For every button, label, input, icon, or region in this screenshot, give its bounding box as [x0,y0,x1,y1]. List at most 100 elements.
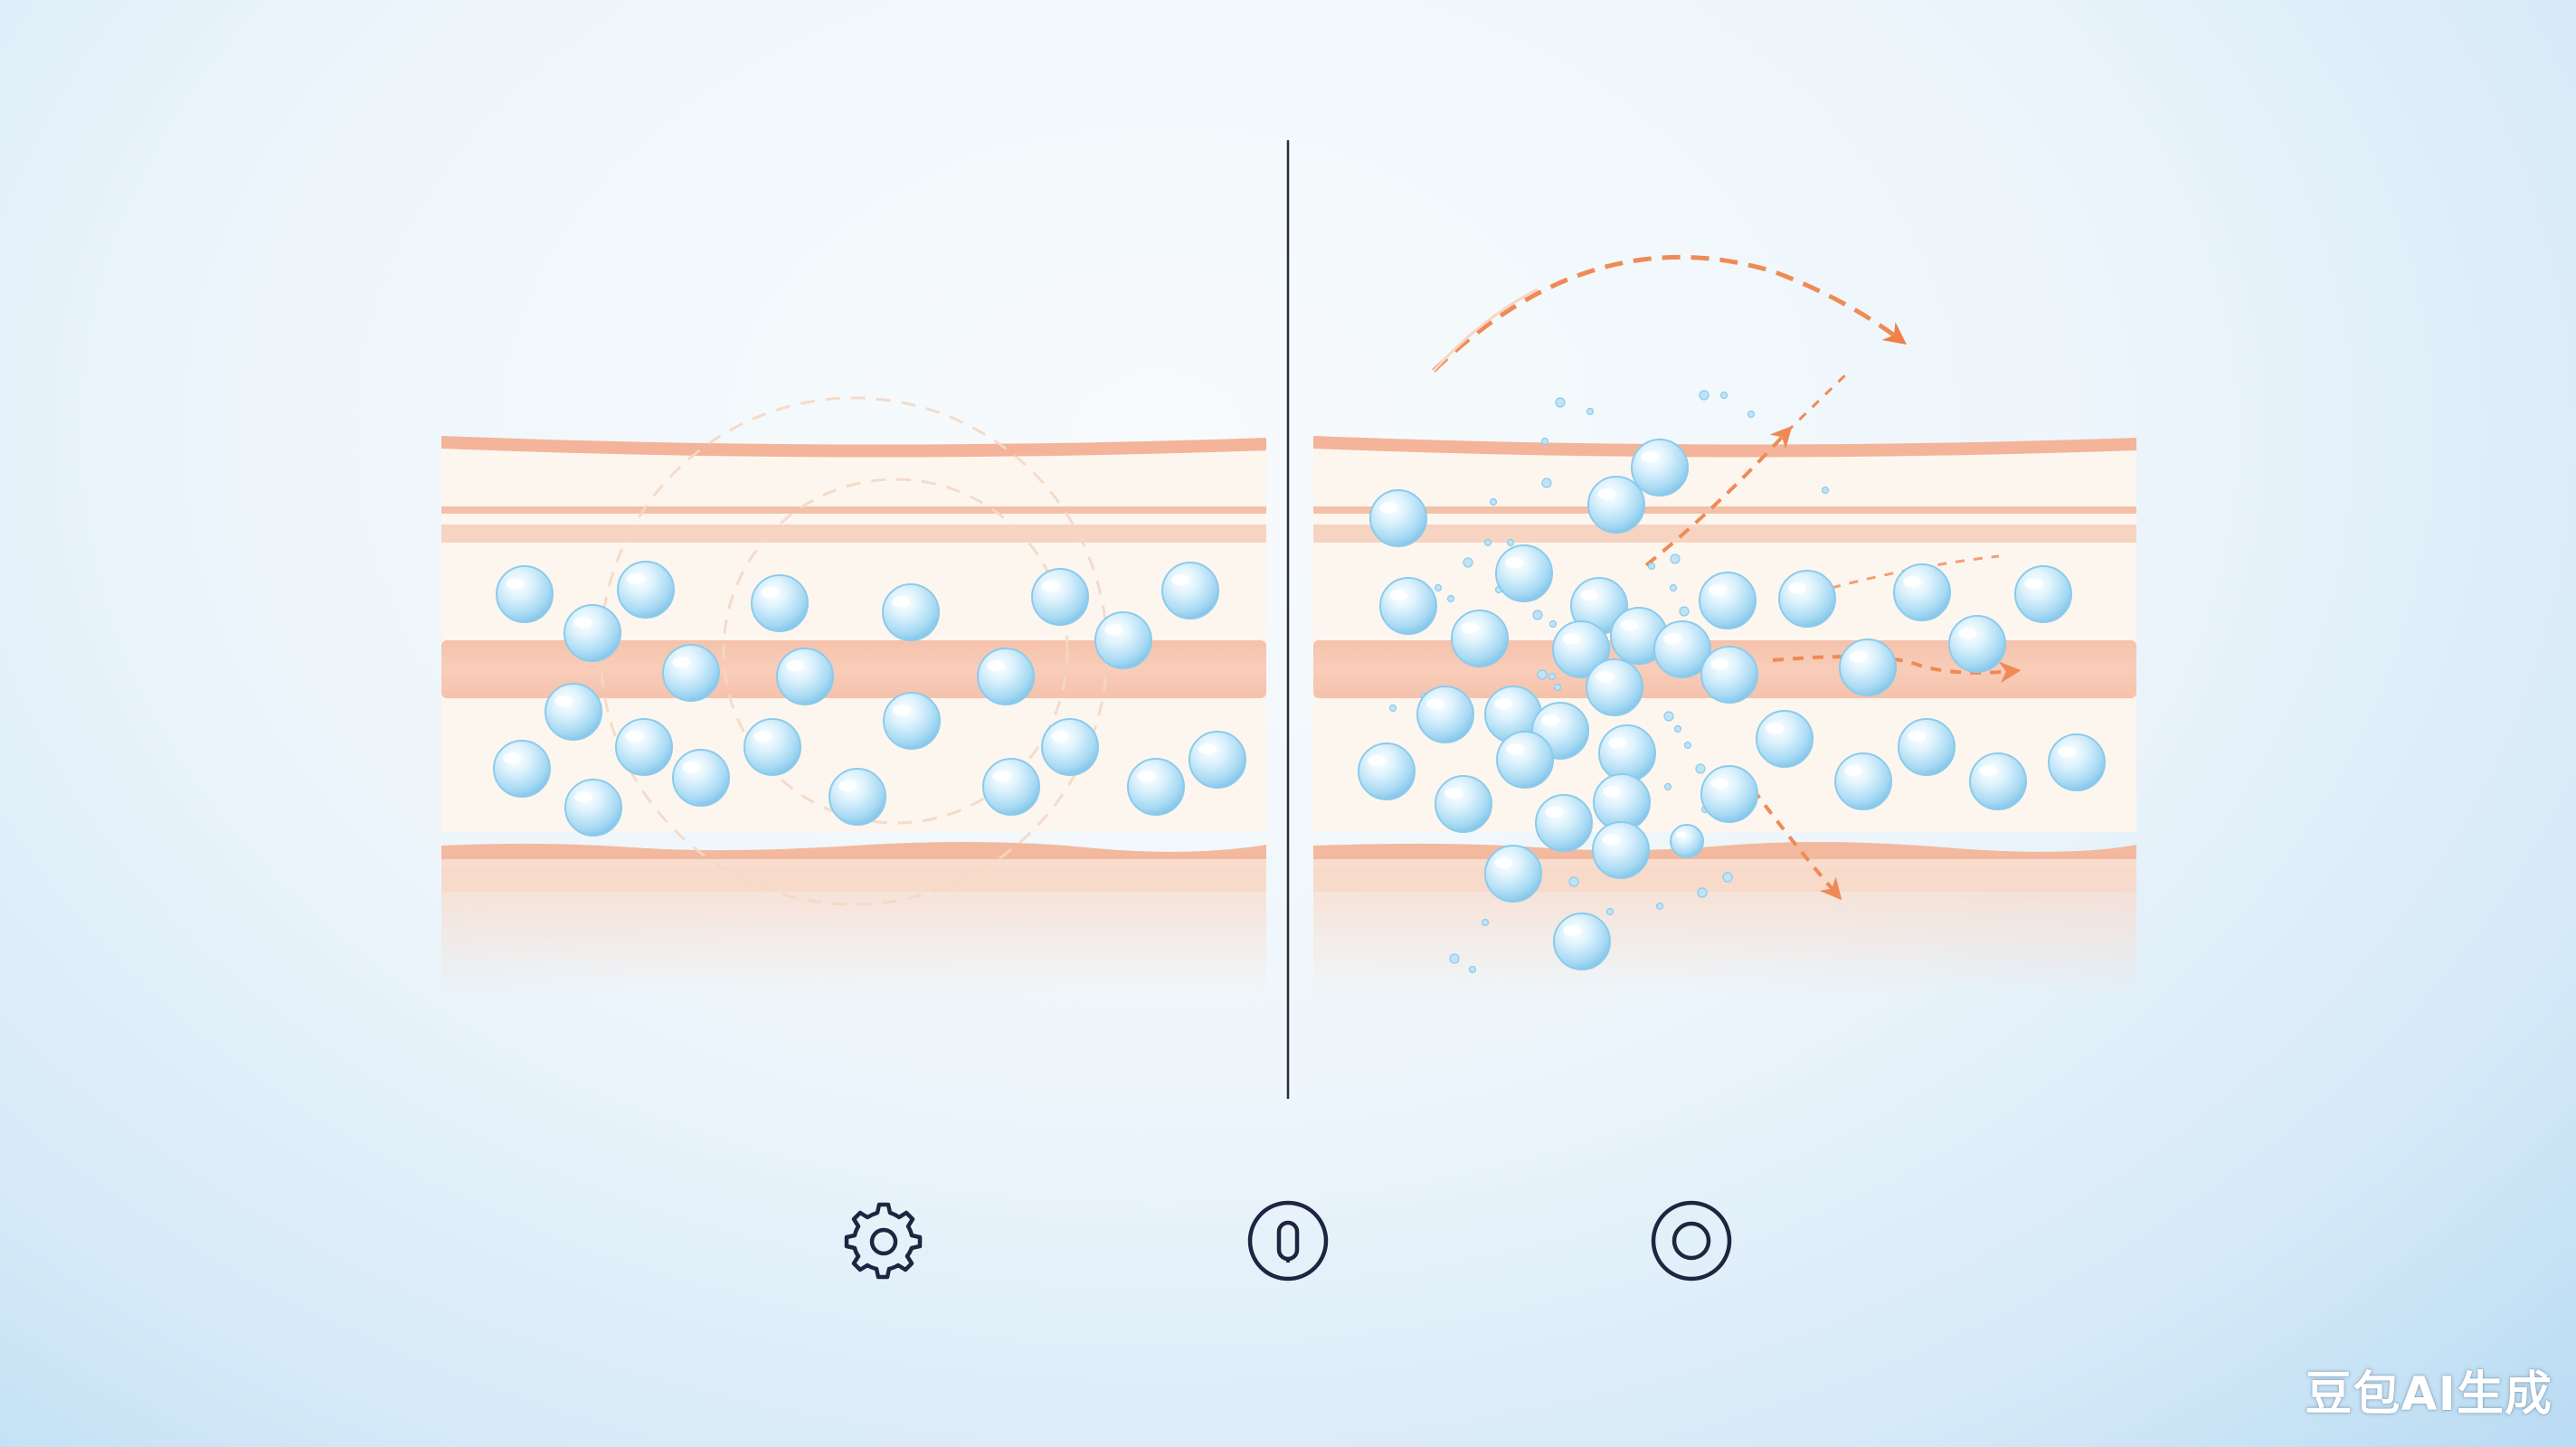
water-droplet [1670,553,1681,564]
molecule-highlight [761,587,780,599]
molecule-highlight [1541,714,1560,726]
molecule-highlight [1903,576,1922,588]
water-droplet [1388,704,1397,713]
molecule-highlight [1766,723,1785,734]
molecule-highlight [987,660,1006,672]
water-droplet [1568,876,1579,887]
water-molecule [1041,718,1099,776]
molecule-highlight [1379,502,1398,514]
skin-band-middle [441,640,1266,698]
water-molecule [1416,686,1474,743]
molecule-highlight [1675,831,1687,838]
water-molecule [1495,544,1553,602]
skin-stripe [1313,506,2136,514]
molecule-highlight [682,761,701,773]
skin-stripe [1313,525,2136,543]
water-droplet [1669,583,1678,592]
water-droplet [1695,763,1706,774]
water-droplet [1673,724,1682,733]
molecule-highlight [1788,582,1807,594]
water-molecule [1484,845,1542,903]
water-molecule [1948,615,2006,673]
molecule-highlight [786,660,805,672]
molecule-highlight [1104,624,1123,636]
water-molecule [1451,610,1509,667]
water-molecule [1598,724,1656,782]
molecule-highlight [506,578,525,590]
water-molecule [743,718,801,776]
molecule-highlight [1844,765,1863,777]
water-molecule [615,718,673,776]
water-molecule [1898,718,1956,776]
escape-arrow-faint [1432,288,1539,373]
molecule-highlight [893,705,912,716]
molecule-highlight [1849,651,1868,663]
molecule-highlight [1426,698,1445,710]
water-droplet [1683,741,1692,750]
molecule-group [1358,439,2106,970]
water-molecule [1369,489,1427,547]
molecule-highlight [1494,857,1513,869]
water-droplet [1449,953,1460,964]
molecule-highlight [1979,765,1998,777]
target-icon[interactable] [1646,1196,1737,1286]
water-molecule [1969,752,2027,810]
water-molecule [882,583,940,641]
molecule-highlight [992,771,1011,782]
water-molecule [2014,565,2072,623]
disrupted-skin-panel [1313,254,2136,995]
water-molecule [829,768,886,826]
water-droplet [1679,606,1690,617]
escape-arrow-large [1432,254,1908,373]
capsule-icon[interactable] [1243,1196,1333,1286]
water-droplet [1541,478,1552,488]
molecule-highlight [1908,731,1927,742]
water-droplet [1555,397,1566,408]
water-molecule [1535,794,1593,852]
molecule-highlight [1602,834,1621,846]
water-droplet [1537,669,1548,680]
water-molecule [1631,439,1689,497]
molecule-highlight [573,617,592,629]
water-droplet [1697,887,1708,898]
escape-arrow-upper [1831,554,2000,590]
molecule-highlight [1580,590,1599,601]
water-droplet [1699,390,1709,401]
water-molecule [1358,742,1416,800]
molecule-group [493,561,1246,837]
water-droplet [1663,782,1672,791]
molecule-highlight [1137,771,1156,782]
water-molecule [672,749,730,807]
water-molecule [662,644,720,702]
water-droplet [1722,872,1733,883]
water-molecule [776,648,834,705]
molecule-highlight [1710,778,1729,790]
molecule-highlight [1171,574,1190,586]
molecule-highlight [1641,451,1660,463]
water-molecule [1496,731,1554,789]
water-molecule [1778,570,1836,628]
skin-lower-line [441,841,1266,859]
water-molecule [1553,913,1611,970]
molecule-highlight [1389,590,1408,601]
molecule-highlight [2024,578,2043,590]
water-droplet [1719,391,1728,400]
water-droplet [1468,965,1477,974]
dashed-halo [722,478,1069,825]
gear-icon[interactable] [838,1196,929,1286]
molecule-highlight [1563,925,1582,937]
molecule-highlight [1505,557,1524,569]
molecule-highlight [1709,584,1728,596]
escape-arrow-diagonal [1785,369,1852,434]
skin-lower-line [1313,841,2136,859]
water-molecule [1670,824,1704,858]
water-molecule [751,574,809,632]
molecule-highlight [1562,633,1581,645]
water-molecule [1699,572,1757,629]
molecule-highlight [627,573,646,585]
water-droplet [1489,497,1498,506]
water-molecule [1700,765,1758,823]
molecule-highlight [2058,746,2077,758]
water-droplet [1532,610,1543,620]
